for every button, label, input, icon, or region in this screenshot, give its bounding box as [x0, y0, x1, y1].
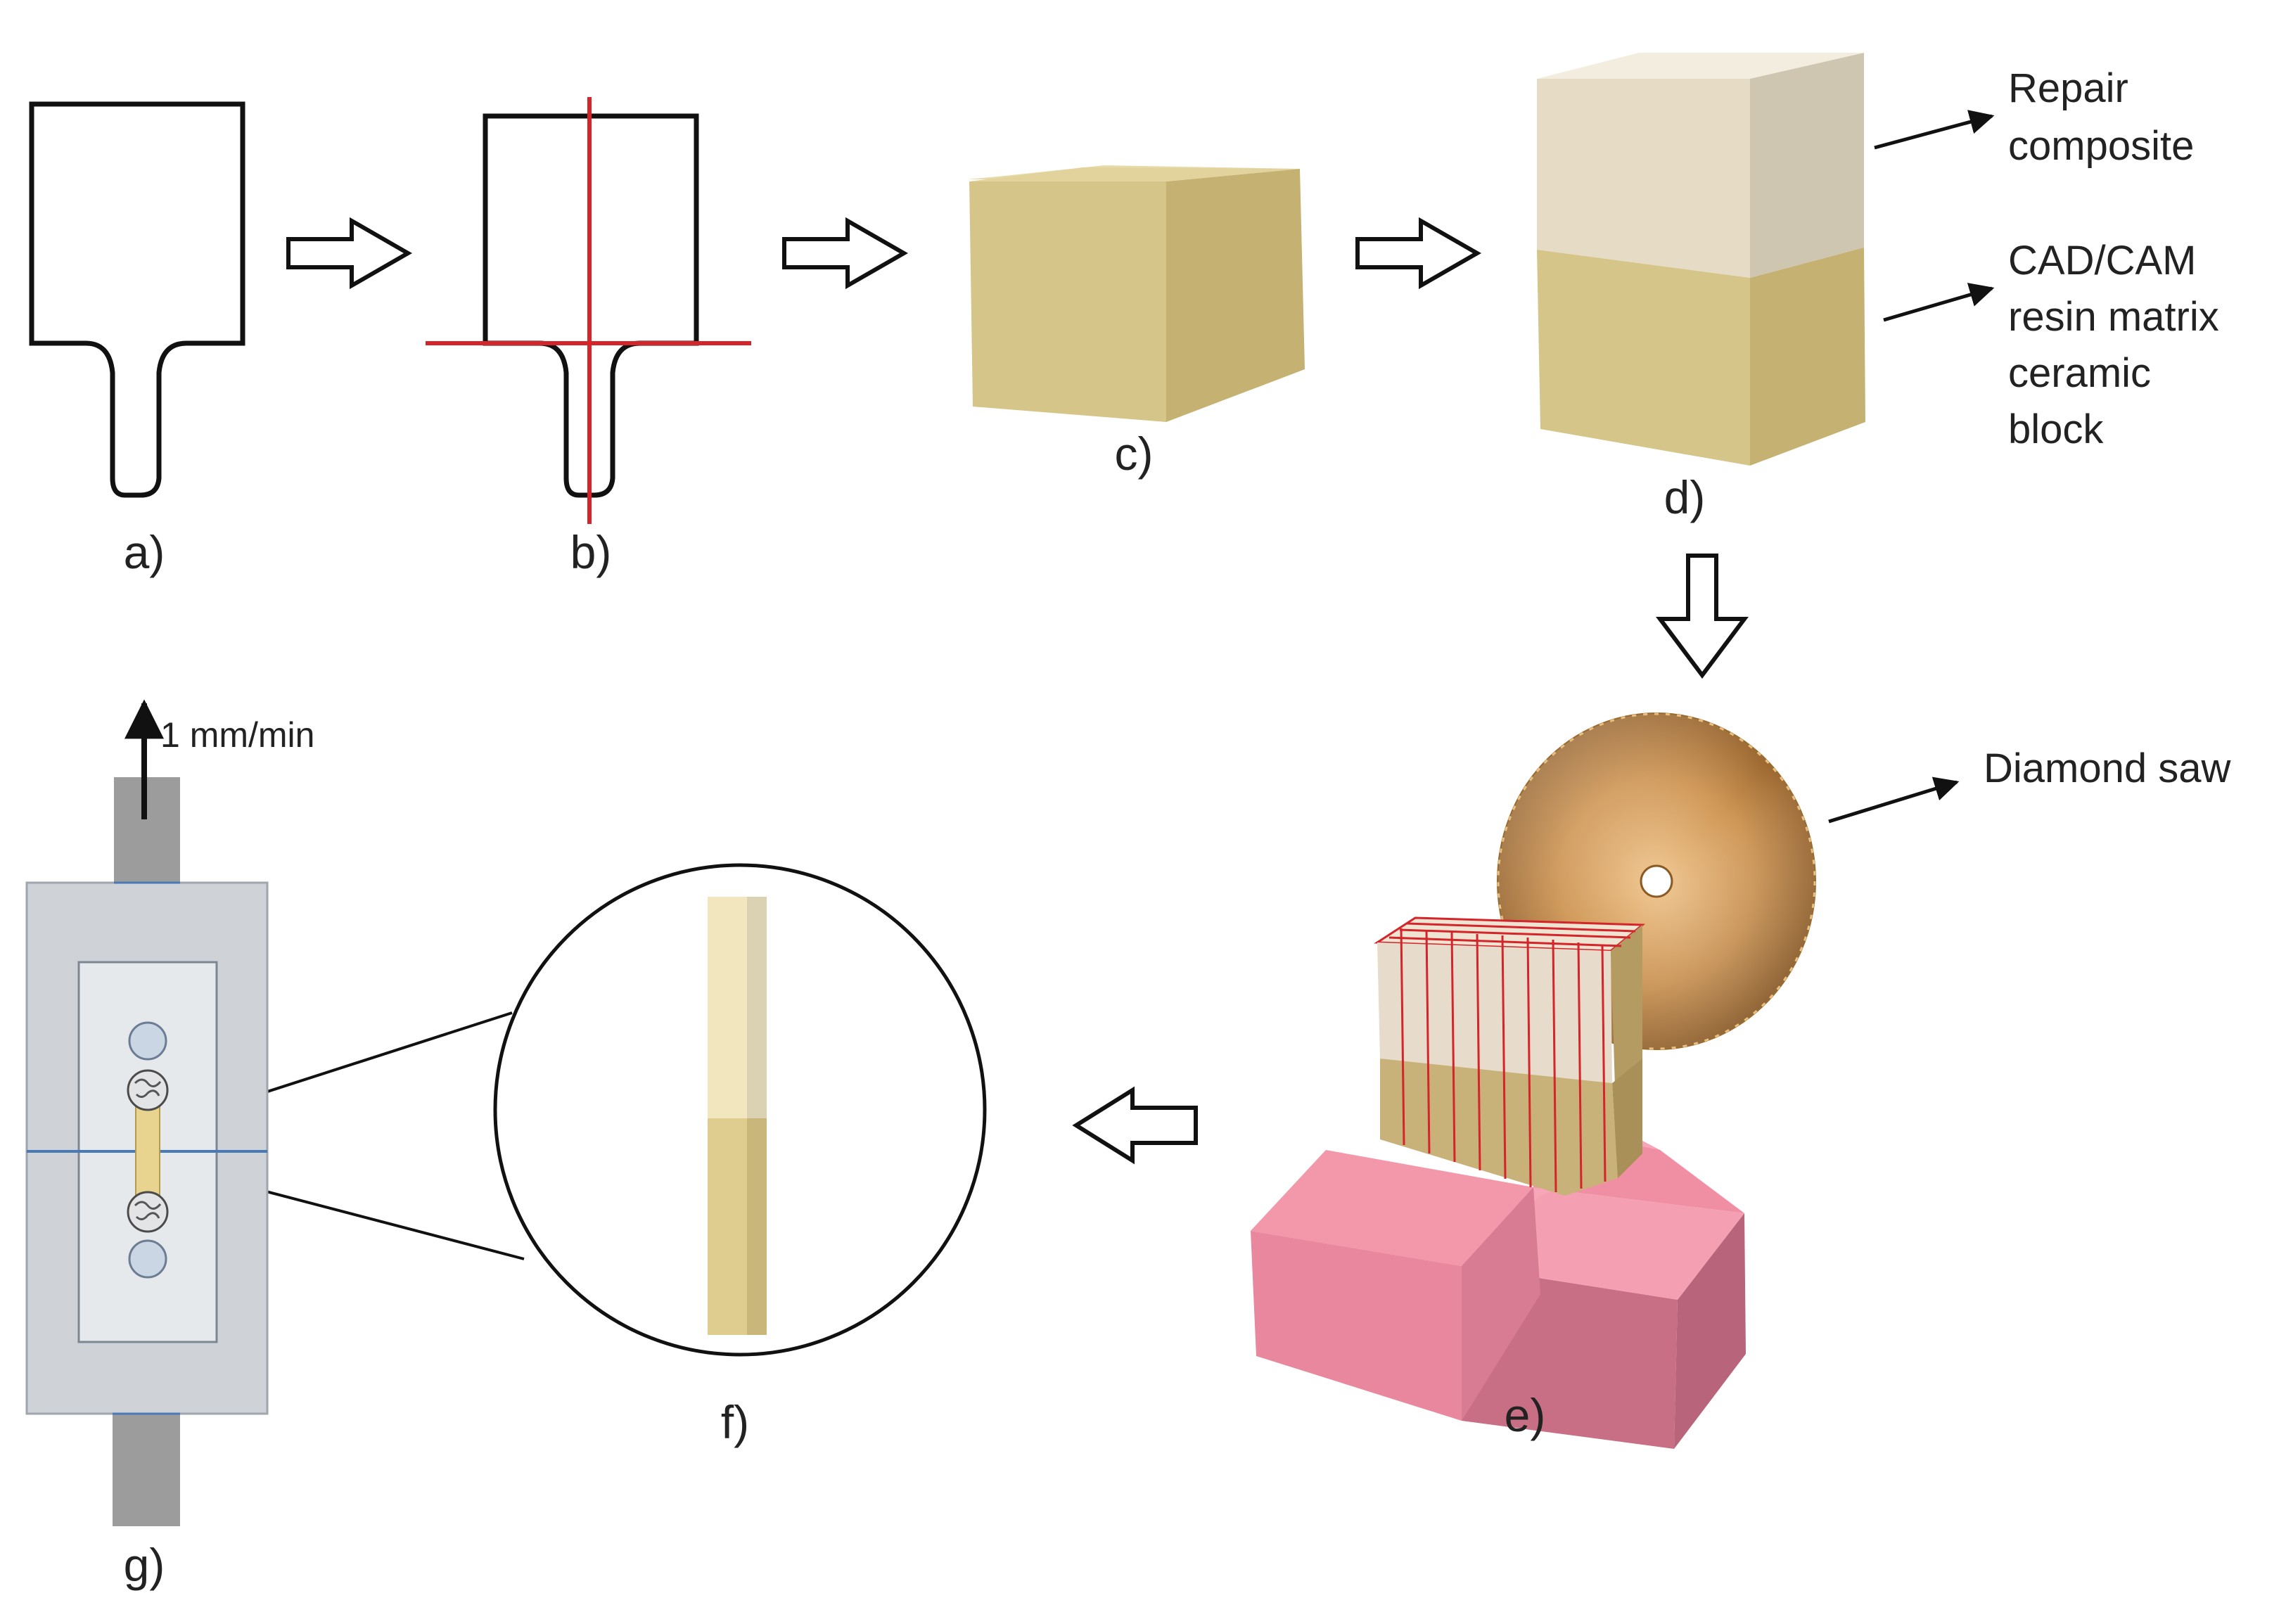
lower-grip-bar [113, 1414, 180, 1526]
magnified-beam-f: f) [179, 863, 987, 1448]
upper-glue-blob [127, 1069, 169, 1111]
mold-drawing-b: b) [426, 97, 751, 578]
pointer-cad-cam-block [1883, 283, 1995, 322]
beam-ceramic-front [708, 1118, 747, 1335]
beam-composite-side [747, 897, 767, 1118]
mold-outline [29, 101, 245, 498]
pointer-diamond-saw [1828, 776, 1960, 824]
composite-top [1537, 53, 1864, 79]
annotation-pull-rate: 1 mm/min [160, 715, 314, 755]
lower-glue-blob [127, 1191, 169, 1233]
composite-front [1537, 79, 1750, 278]
panel-label-c: c) [1115, 428, 1154, 480]
panel-label-e: e) [1505, 1389, 1546, 1441]
annotation-cad-line3: ceramic [2008, 350, 2151, 396]
panel-label-b: b) [570, 526, 612, 578]
annotation-repair-composite: Repair composite [2008, 65, 2194, 169]
mount-front-left [1251, 1231, 1462, 1421]
process-arrow-a-b [286, 217, 413, 290]
annotation-cad-line4: block [2008, 407, 2104, 452]
process-arrow-b-c [782, 217, 909, 290]
ceramic-side [1166, 169, 1305, 422]
block-ceramic-front [1537, 250, 1750, 466]
panel-label-d: d) [1664, 471, 1706, 523]
process-arrow-e-f [1072, 1086, 1198, 1165]
ceramic-front [969, 181, 1166, 422]
pointer-repair-composite [1874, 110, 1995, 150]
annotation-cad-line1: CAD/CAM [2008, 238, 2196, 283]
sectioned-ceramic-front [1380, 1059, 1618, 1196]
beam-composite-front [708, 897, 747, 1118]
process-arrow-d-e [1656, 554, 1749, 679]
process-arrow-c-d [1355, 217, 1482, 290]
composite-side [1750, 53, 1864, 278]
panel-label-f: f) [721, 1396, 749, 1448]
beam-ceramic-side [747, 1118, 767, 1335]
block-ceramic-side [1750, 248, 1865, 466]
test-jig-g: 1 mm/min g) [25, 699, 314, 1591]
annotation-repair-line2: composite [2008, 123, 2194, 169]
lower-pin [128, 1239, 167, 1279]
mold-drawing-a: a) [29, 101, 245, 578]
mount-side-right [1674, 1213, 1746, 1449]
annotation-cad-line2: resin matrix [2008, 294, 2219, 340]
ceramic-block-c: c) [967, 165, 1305, 480]
sectioned-block [1374, 916, 1646, 1196]
saw-cut-lines [1388, 922, 1636, 1193]
saw-arbor-hole [1640, 864, 1673, 898]
bonded-block-d: d) [1537, 53, 1865, 523]
annotation-repair-line1: Repair [2008, 65, 2128, 111]
sectioning-e: Diamond saw [1251, 712, 2231, 1449]
panel-label-a: a) [124, 526, 165, 578]
upper-pin [128, 1021, 167, 1061]
annotation-diamond-saw: Diamond saw [1984, 746, 2231, 791]
panel-label-g: g) [124, 1539, 165, 1591]
annotation-cad-cam-block: CAD/CAM resin matrix ceramic block [2008, 238, 2230, 452]
mount-top-left [1251, 1150, 1533, 1266]
